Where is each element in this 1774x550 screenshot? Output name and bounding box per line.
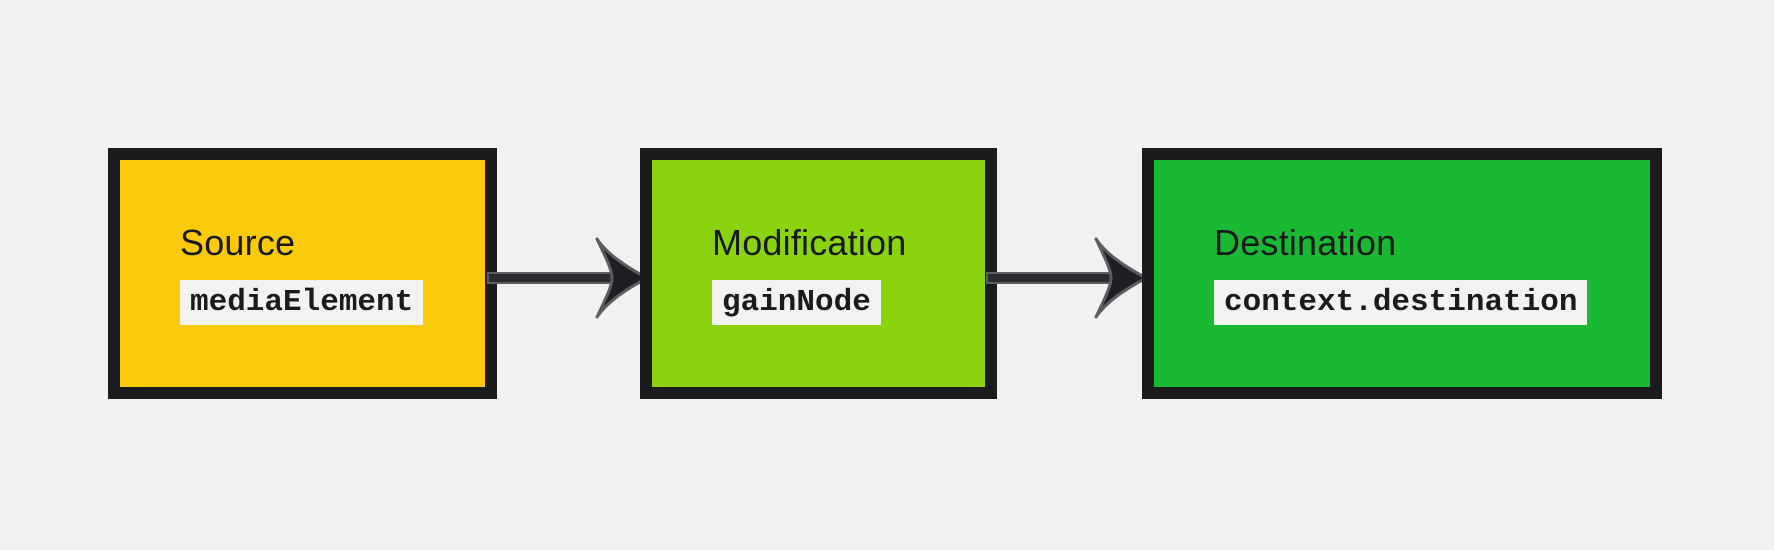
connector-modification-to-destination — [986, 228, 1148, 328]
arrow-right-icon — [986, 237, 1148, 319]
arrow-right-icon — [487, 237, 649, 319]
node-destination-title: Destination — [1214, 221, 1397, 263]
connector-source-to-modification — [487, 228, 649, 328]
node-destination-code-chip: context.destination — [1214, 280, 1588, 326]
node-source-code-chip: mediaElement — [180, 280, 424, 326]
node-source-title: Source — [180, 221, 296, 263]
arrow-shaft — [487, 272, 613, 284]
node-destination: Destination context.destination — [1142, 148, 1662, 399]
node-source: Source mediaElement — [108, 148, 497, 399]
arrow-shaft — [986, 272, 1112, 284]
node-modification: Modification gainNode — [640, 148, 997, 399]
arrow-head — [595, 237, 649, 319]
node-modification-code-chip: gainNode — [712, 280, 881, 326]
node-modification-title: Modification — [712, 221, 907, 263]
arrow-head — [1094, 237, 1148, 319]
